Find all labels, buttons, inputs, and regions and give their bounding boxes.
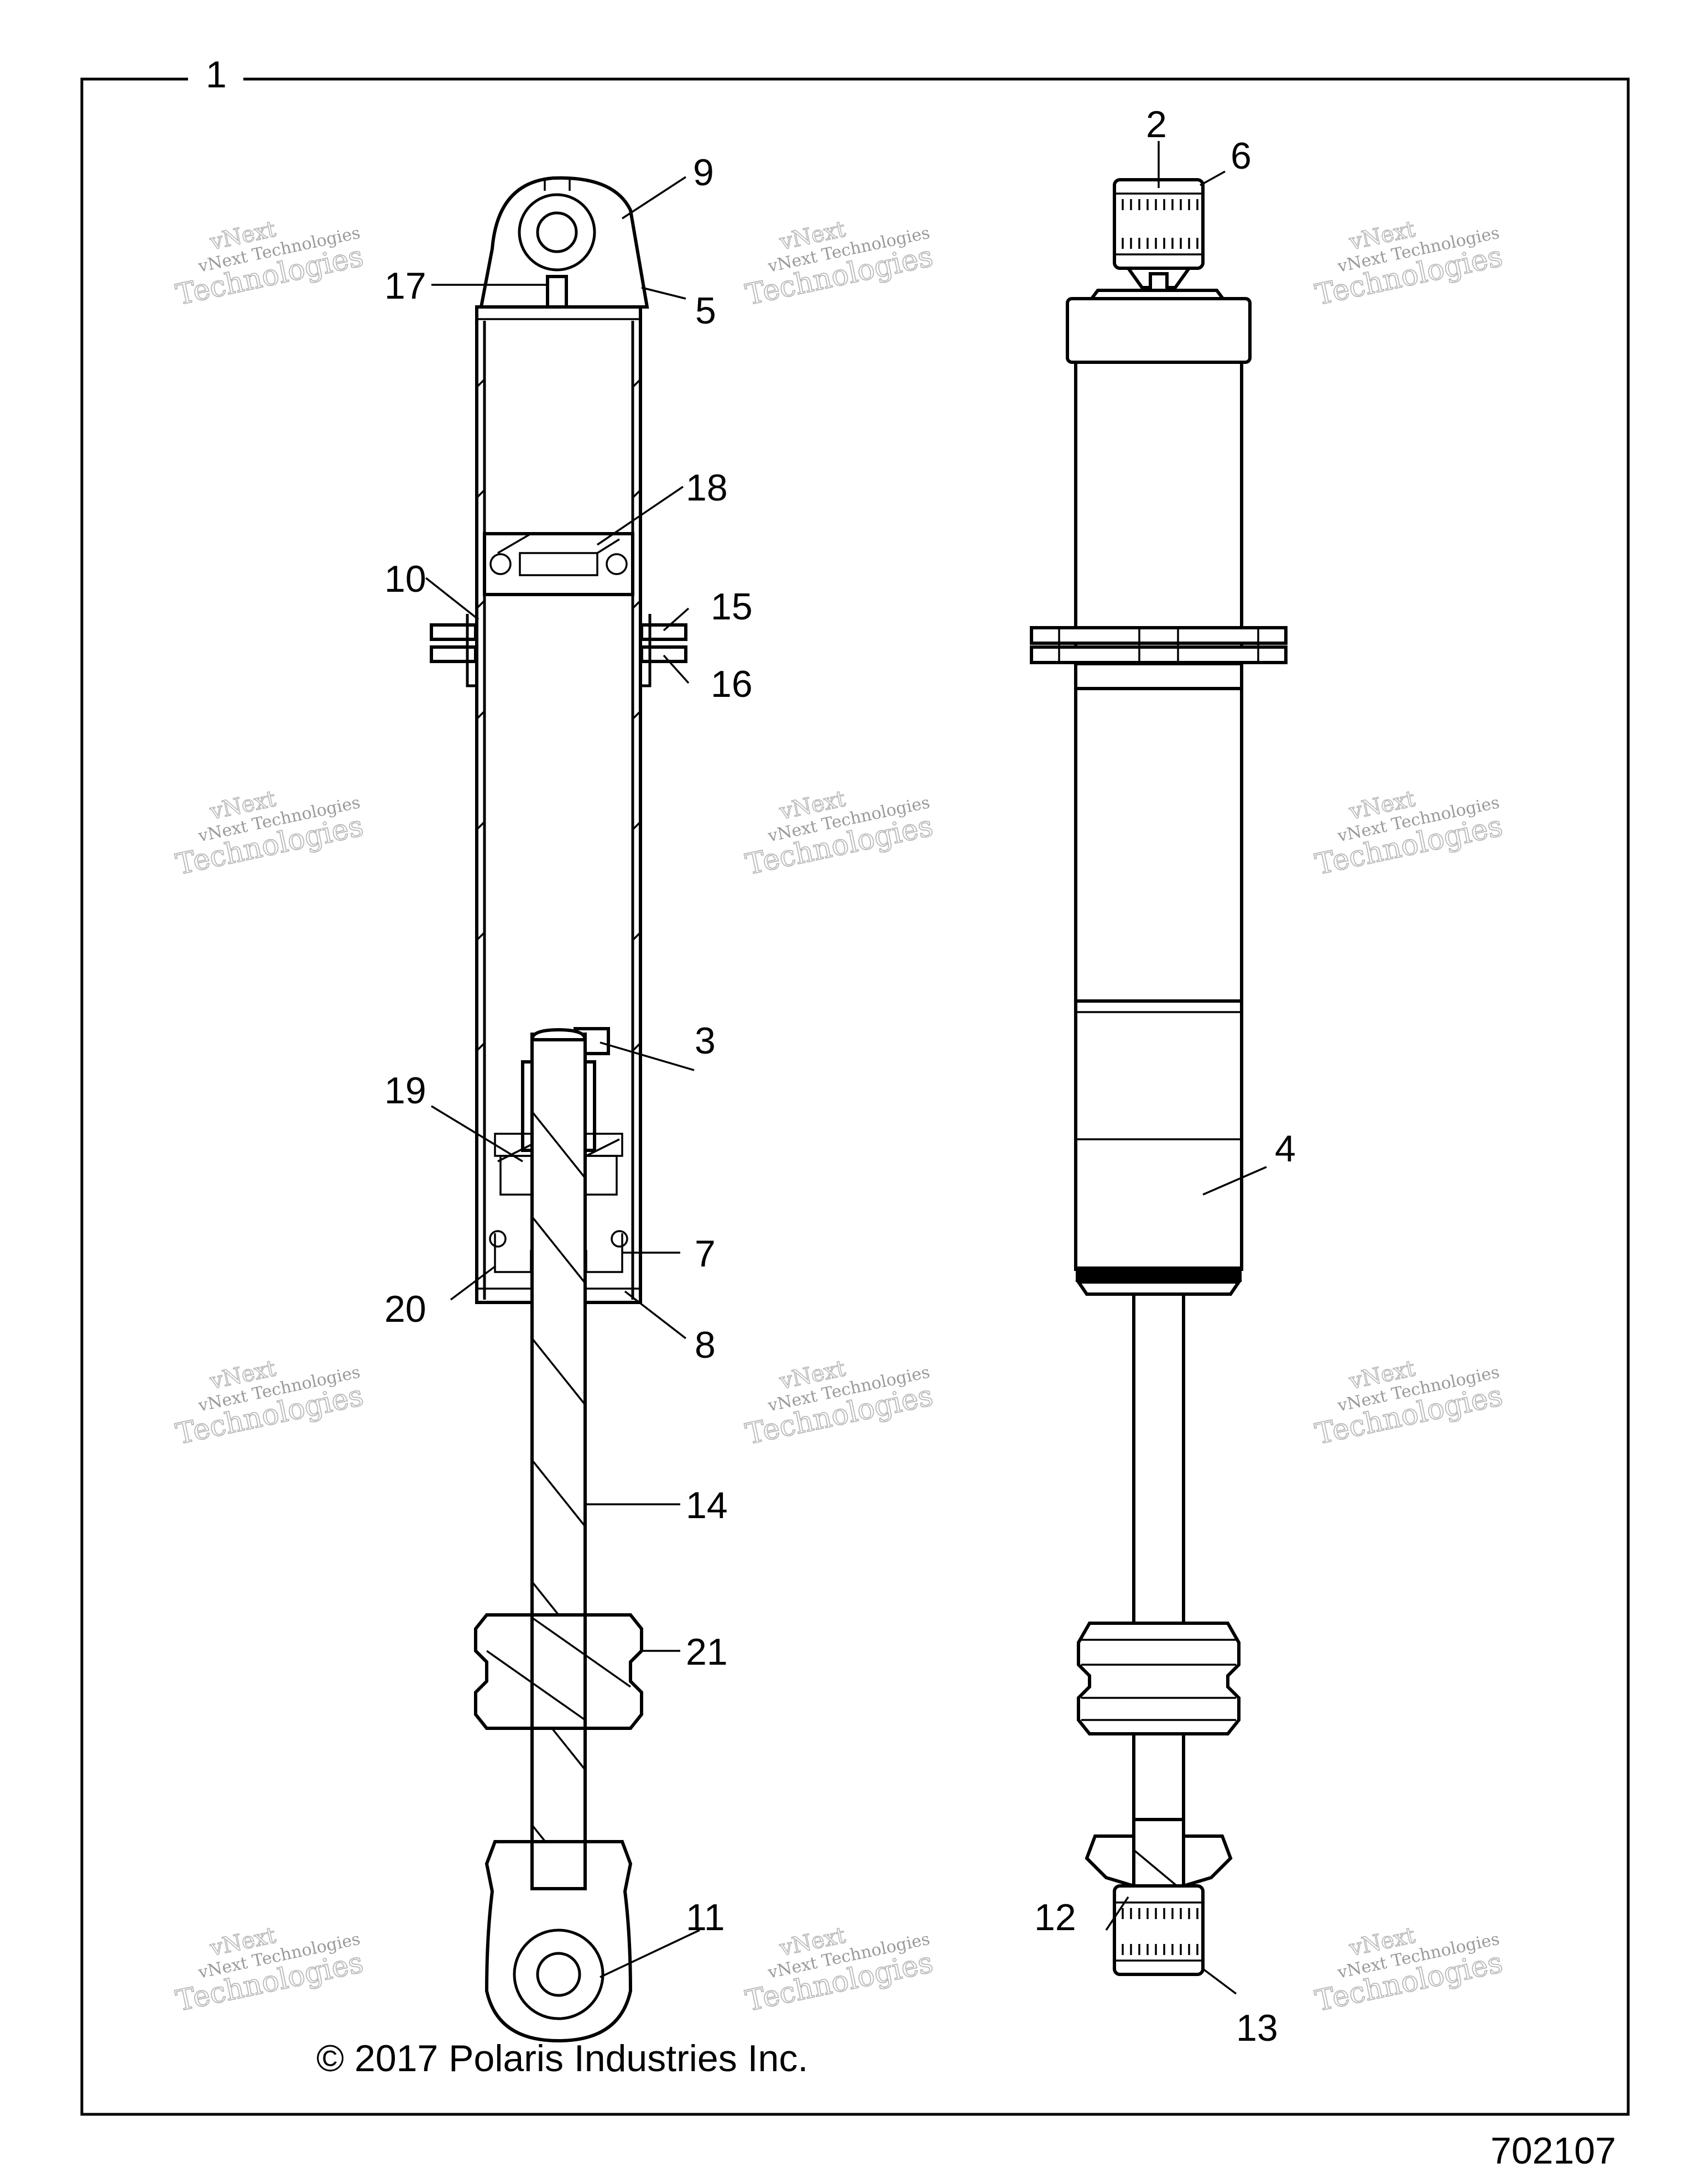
callout-11: 11 bbox=[686, 1896, 725, 1938]
callout-17: 17 bbox=[384, 265, 426, 307]
callout-21: 21 bbox=[686, 1631, 728, 1673]
border-frame bbox=[80, 77, 1630, 2116]
watermark-6: vNext vNext Technologies Technologies bbox=[1312, 786, 1506, 882]
callout-7: 7 bbox=[695, 1233, 716, 1275]
callout-1: 1 bbox=[206, 54, 227, 96]
watermark-12: vNext vNext Technologies Technologies bbox=[1312, 1922, 1506, 2019]
callout-4: 4 bbox=[1275, 1128, 1296, 1170]
bottom-eye-housing bbox=[484, 1840, 633, 2043]
watermark-2: vNext vNext Technologies Technologies bbox=[742, 216, 936, 312]
callout-3: 3 bbox=[695, 1020, 716, 1062]
watermark-9: vNext vNext Technologies Technologies bbox=[1312, 1356, 1506, 1452]
callout-13: 13 bbox=[1236, 2007, 1278, 2049]
callout-20: 20 bbox=[384, 1288, 426, 1330]
callout-5: 5 bbox=[695, 290, 716, 332]
watermark-7: vNext vNext Technologies Technologies bbox=[173, 1356, 367, 1452]
watermark-3: vNext vNext Technologies Technologies bbox=[1312, 216, 1506, 312]
callout-labels: 1 2 3 4 5 6 7 8 9 10 11 12 13 14 15 16 1… bbox=[206, 54, 1296, 2049]
piston-shaft bbox=[530, 1033, 587, 1882]
callout-15: 15 bbox=[711, 586, 753, 628]
bottom-eye-bushing bbox=[513, 1928, 604, 2020]
body-lower-sleeve bbox=[1074, 999, 1243, 1271]
callout-16: 16 bbox=[711, 663, 753, 705]
callout-6: 6 bbox=[1231, 135, 1252, 177]
leader-lines bbox=[425, 141, 1267, 1995]
exterior-bump-stop bbox=[1077, 1622, 1241, 1735]
watermark-4: vNext vNext Technologies Technologies bbox=[173, 786, 367, 882]
copyright-text: © 2017 Polaris Industries Inc. bbox=[316, 2037, 808, 2079]
seal-band bbox=[1076, 1266, 1242, 1282]
callout-12: 12 bbox=[1034, 1896, 1076, 1938]
tube-wall-hatch bbox=[476, 378, 642, 1052]
watermark-5: vNext vNext Technologies Technologies bbox=[742, 786, 936, 882]
schrader-valve bbox=[546, 275, 568, 309]
watermark-10: vNext vNext Technologies Technologies bbox=[173, 1922, 367, 2019]
callout-19: 19 bbox=[384, 1070, 426, 1112]
callout-9: 9 bbox=[693, 152, 714, 194]
top-eye-hole bbox=[536, 211, 578, 253]
callout-8: 8 bbox=[695, 1324, 716, 1366]
watermark-11: vNext vNext Technologies Technologies bbox=[742, 1922, 936, 2019]
spring-collar bbox=[430, 614, 687, 687]
top-eye-bushing bbox=[518, 193, 596, 272]
bottom-eye-hole bbox=[536, 1952, 581, 1997]
shock-exterior-view bbox=[1030, 178, 1288, 1976]
drawing-number: 702107 bbox=[1490, 2130, 1616, 2172]
watermarks: vNext vNext Technologies Technologies vN… bbox=[173, 216, 1506, 2019]
top-cap bbox=[1066, 297, 1252, 364]
shock-section-view bbox=[430, 176, 687, 2043]
watermark-8: vNext vNext Technologies Technologies bbox=[742, 1356, 936, 1452]
callout-10: 10 bbox=[384, 558, 426, 600]
callout-2: 2 bbox=[1146, 103, 1167, 145]
callout-14: 14 bbox=[686, 1484, 728, 1526]
exterior-shaft bbox=[1132, 1292, 1185, 1854]
watermark-1: vNext vNext Technologies Technologies bbox=[173, 216, 367, 312]
floating-piston bbox=[483, 532, 634, 596]
callout-18: 18 bbox=[686, 467, 728, 509]
top-eye-housing bbox=[479, 176, 649, 309]
